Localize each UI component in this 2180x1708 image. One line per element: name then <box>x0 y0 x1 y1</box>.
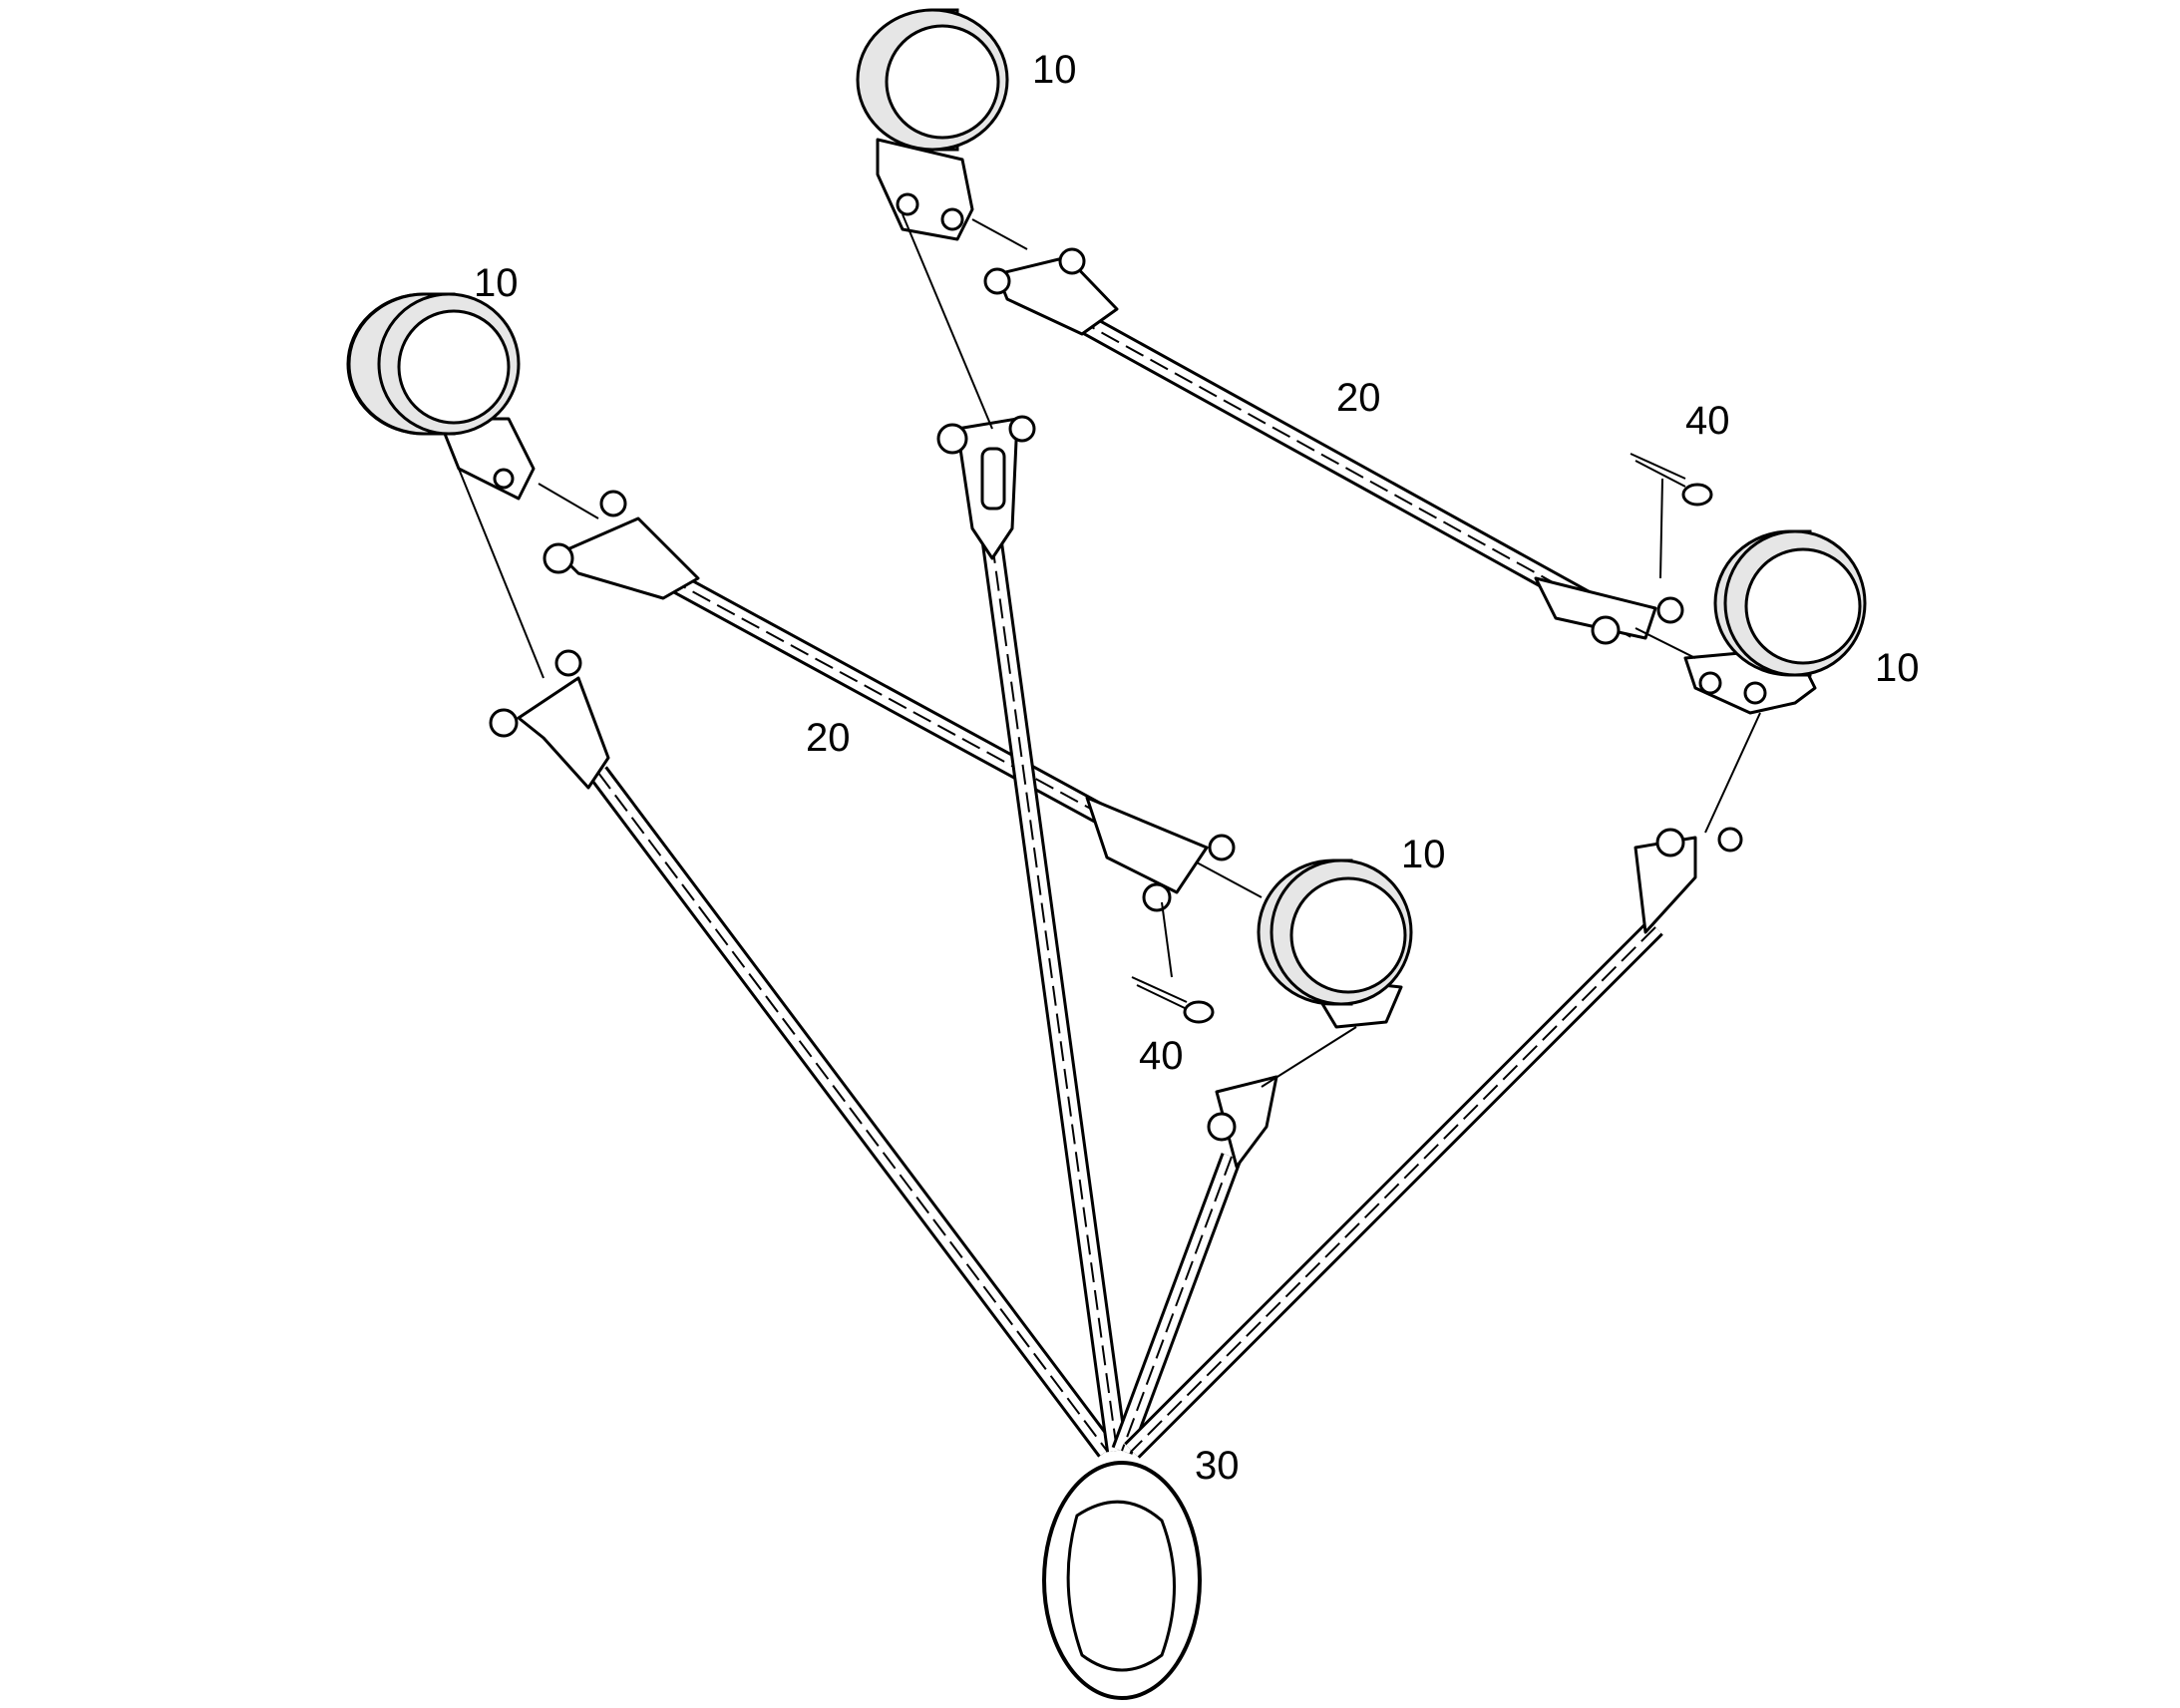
roller-right <box>1683 529 1867 715</box>
chain-leg-vertical <box>981 541 1128 1453</box>
shackle-center-leg <box>1207 1075 1278 1169</box>
callout-roller-left: 10 <box>474 261 519 305</box>
shackle-left-upper <box>543 490 700 600</box>
roller-center <box>1257 858 1413 1029</box>
master-link <box>1042 1461 1202 1700</box>
chain-leg-center <box>1111 1153 1243 1455</box>
chain-middle <box>662 568 1113 828</box>
chain-upper <box>1071 309 1641 638</box>
callout-roller-center: 10 <box>1401 833 1446 876</box>
shackle-right-leg <box>1634 827 1743 934</box>
shackle-top-upper <box>983 247 1119 336</box>
callout-roller-top: 10 <box>1032 48 1077 92</box>
chain-leg-right <box>1124 919 1663 1459</box>
leader-lines <box>458 213 1761 1088</box>
shackle-upper-end <box>1534 576 1684 645</box>
callout-chain-upper: 20 <box>1336 376 1381 420</box>
callout-chain-middle: 20 <box>806 716 851 760</box>
shackle-middle-end <box>1085 796 1236 912</box>
cotter-pin-center <box>1131 976 1215 1024</box>
shackle-vertical <box>936 415 1036 560</box>
cotter-pin-right <box>1630 453 1713 507</box>
chain-leg-left <box>589 766 1116 1458</box>
callout-pin-right: 40 <box>1685 399 1730 443</box>
roller-left <box>346 292 536 501</box>
callout-master-link: 30 <box>1195 1444 1240 1488</box>
callout-pin-center: 40 <box>1139 1034 1184 1078</box>
callout-roller-right: 10 <box>1875 646 1920 690</box>
shackle-left-leg <box>489 649 610 790</box>
roller-top <box>856 8 1009 241</box>
